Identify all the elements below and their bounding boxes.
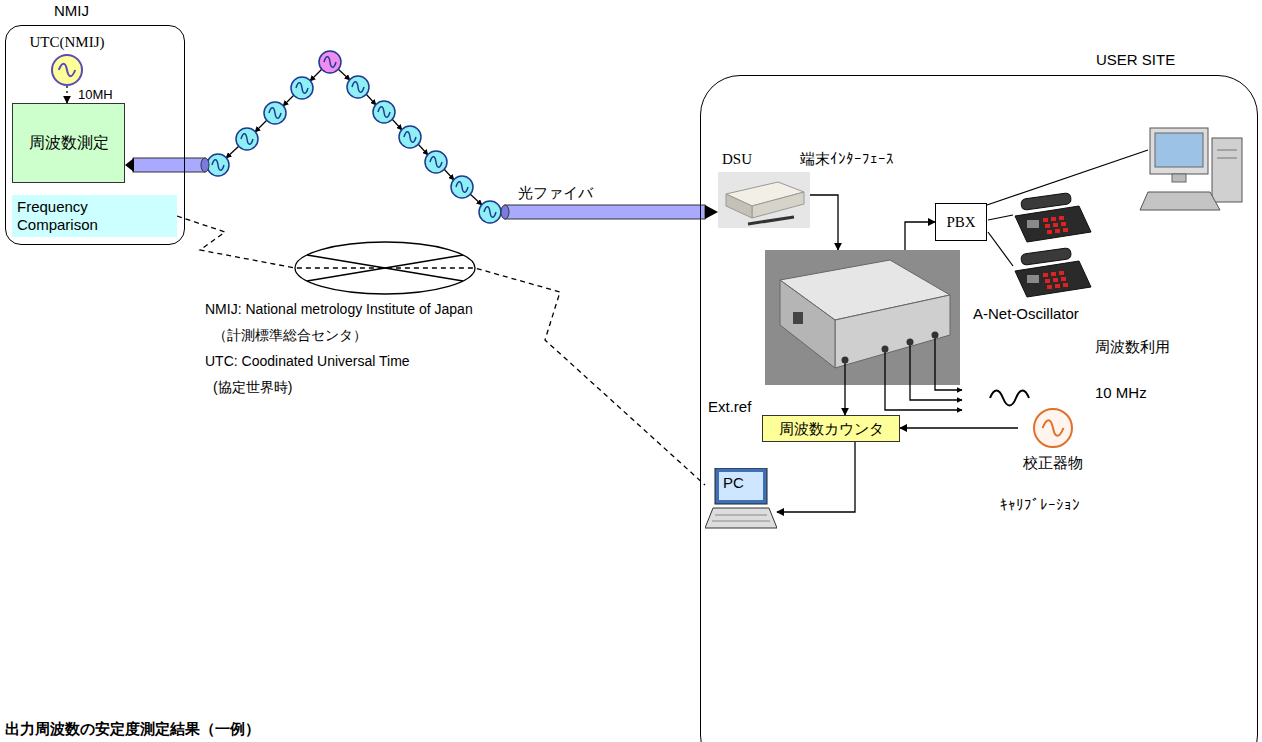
network-node [207, 51, 501, 223]
device-label: A-Net-Oscillator [973, 305, 1079, 323]
pc-label: PC [723, 474, 744, 492]
calibration-oscillator: 校正器物 [1018, 408, 1088, 478]
box-label: PBX [946, 213, 975, 231]
telephone-icon [1015, 193, 1091, 242]
reference-oscillator: UTC(NMIJ) [17, 34, 117, 86]
network-link [177, 216, 705, 485]
network-chain [226, 69, 482, 205]
connector-label: 端末ｲﾝﾀｰﾌｪｰｽ [800, 150, 894, 168]
dsu-device: DSU [718, 172, 810, 228]
calibration-line [900, 427, 1018, 428]
pbx-line [905, 222, 935, 250]
dsu-illustration [718, 172, 810, 228]
cable-label: 光ファイバ [518, 184, 593, 202]
box-label: 周波数測定 [29, 134, 109, 152]
connector-label: 10MH [78, 86, 113, 104]
reference-line [844, 385, 845, 415]
note-text: （計測標準総合センタ） [213, 326, 367, 344]
oscillator-device: A-Net-Oscillator [765, 250, 960, 385]
device-label: DSU [722, 150, 752, 168]
signal-arrow [66, 86, 67, 103]
counter-box: 周波数カウンタ [762, 415, 900, 442]
sine-wave-symbol [990, 391, 1029, 406]
box-label: 周波数カウンタ [779, 420, 884, 438]
usage-label: 周波数利用 [1095, 338, 1170, 356]
note-text: UTC: Coodinated Universal Time [205, 352, 410, 370]
section-heading: 出力周波数の安定度測定結果（一例） [5, 720, 260, 738]
region-heading: NMIJ [54, 2, 89, 20]
pbx-box: PBX [935, 203, 987, 241]
note-text: (協定世界時) [213, 378, 292, 396]
telephone-icon [1015, 248, 1091, 297]
output-wire [885, 385, 962, 410]
interface-line [810, 195, 838, 250]
comparison-box: Frequency Comparison [12, 195, 177, 237]
fiber-cable [125, 158, 209, 172]
oscillator-label: UTC(NMIJ) [17, 33, 117, 51]
pc-laptop: PC [705, 468, 777, 534]
box-label: Frequency Comparison [17, 198, 117, 234]
oscillator-label: 校正器物 [1018, 454, 1088, 472]
fiber-cable [501, 205, 718, 219]
network-cloud [295, 242, 475, 294]
oscillator-illustration [765, 250, 960, 385]
user-site-region: USER SITEDSUPBXA-Net-Oscillator周波数カウンタ校正… [700, 75, 1258, 742]
process-box: 周波数測定 [12, 103, 125, 183]
calibration-label: ｷｬﾘﾌﾞﾚｰｼｮﾝ [1000, 496, 1080, 514]
frequency-label: 10 MHz [1095, 384, 1147, 402]
region-heading: USER SITE [1096, 51, 1175, 69]
data-line [777, 442, 855, 512]
computer-icon [1140, 128, 1242, 210]
note-text: NMIJ: National metrology Institute of Ja… [205, 300, 473, 318]
connector-label: Ext.ref [708, 398, 751, 416]
institute-region: NMIJUTC(NMIJ)周波数測定Frequency Comparison [5, 25, 185, 245]
